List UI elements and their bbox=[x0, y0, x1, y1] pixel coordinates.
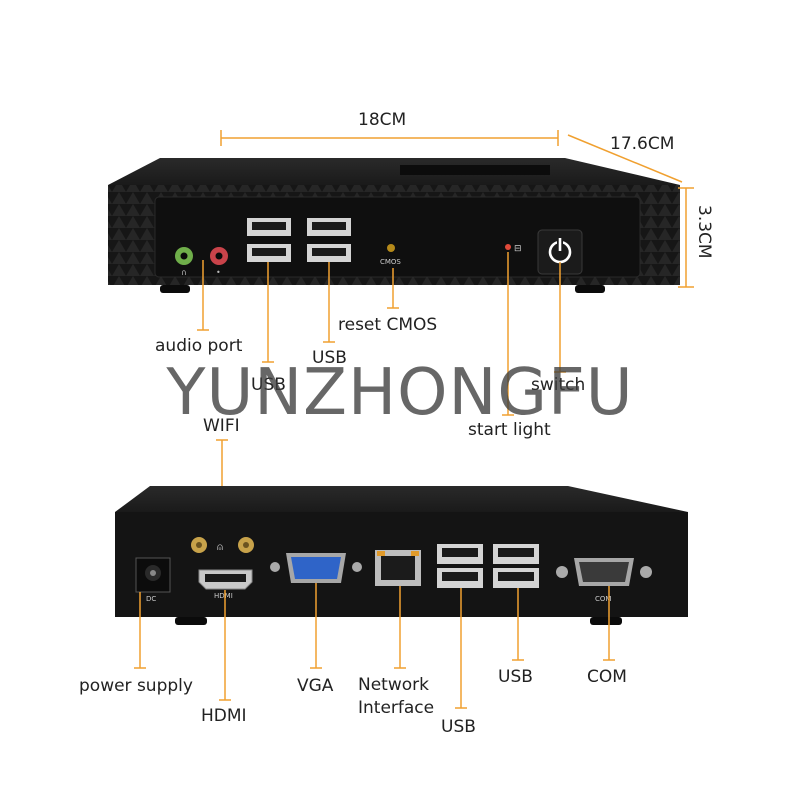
top-vent bbox=[400, 165, 550, 175]
label-start-light: start light bbox=[468, 420, 551, 440]
label-com: COM bbox=[587, 667, 627, 687]
wifi-antennas: ⍝ bbox=[191, 537, 254, 553]
hdmi-mark: HDMI bbox=[214, 592, 233, 600]
front-unit: ∩ • CMOS ⊟ bbox=[108, 158, 680, 293]
label-power-supply: power supply bbox=[79, 676, 193, 696]
label-usb-front-upper: USB bbox=[312, 348, 347, 368]
svg-text:⊟: ⊟ bbox=[514, 244, 522, 254]
start-light-led bbox=[505, 244, 511, 250]
dimension-depth: 17.6CM bbox=[610, 134, 675, 154]
network-port bbox=[375, 550, 421, 586]
back-foot-right bbox=[590, 617, 622, 625]
label-switch: switch bbox=[531, 375, 586, 395]
dimension-lines bbox=[220, 130, 694, 288]
label-usb-back-center: USB bbox=[441, 717, 476, 737]
label-hdmi: HDMI bbox=[201, 706, 247, 726]
cmos-mark: CMOS bbox=[380, 258, 401, 266]
back-unit: DC ⍝ HDMI bbox=[115, 486, 688, 625]
label-vga: VGA bbox=[297, 676, 334, 696]
svg-text:•: • bbox=[216, 268, 221, 277]
front-foot-left bbox=[160, 285, 190, 293]
back-foot-left bbox=[175, 617, 207, 625]
dimension-width: 18CM bbox=[358, 110, 407, 130]
svg-text:⍝: ⍝ bbox=[217, 542, 223, 553]
com-mark: COM bbox=[595, 595, 611, 603]
com-port bbox=[556, 558, 652, 586]
svg-text:∩: ∩ bbox=[181, 268, 187, 277]
front-usb-stack-1 bbox=[247, 218, 291, 262]
dc-mark: DC bbox=[146, 595, 156, 603]
cmos-hole bbox=[387, 244, 395, 252]
label-wifi: WIFI bbox=[203, 416, 240, 436]
back-top-surface bbox=[115, 486, 688, 512]
label-reset-cmos: reset CMOS bbox=[338, 315, 438, 335]
watermark: YUNZHONGFU bbox=[166, 356, 634, 430]
label-usb-back-right: USB bbox=[498, 667, 533, 687]
dimension-height: 3.3CM bbox=[694, 205, 714, 259]
front-foot-right bbox=[575, 285, 605, 293]
label-network-line2: Interface bbox=[358, 698, 435, 718]
label-usb-front-lower: USB bbox=[251, 375, 286, 395]
front-usb-stack-2 bbox=[307, 218, 351, 262]
back-usb-stack-1 bbox=[437, 544, 483, 588]
label-audio-port: audio port bbox=[155, 336, 243, 356]
front-top-surface bbox=[108, 158, 680, 185]
back-usb-stack-2 bbox=[493, 544, 539, 588]
label-network-line1: Network bbox=[358, 675, 429, 695]
vga-port bbox=[270, 553, 362, 583]
back-leader-lines bbox=[134, 583, 615, 709]
